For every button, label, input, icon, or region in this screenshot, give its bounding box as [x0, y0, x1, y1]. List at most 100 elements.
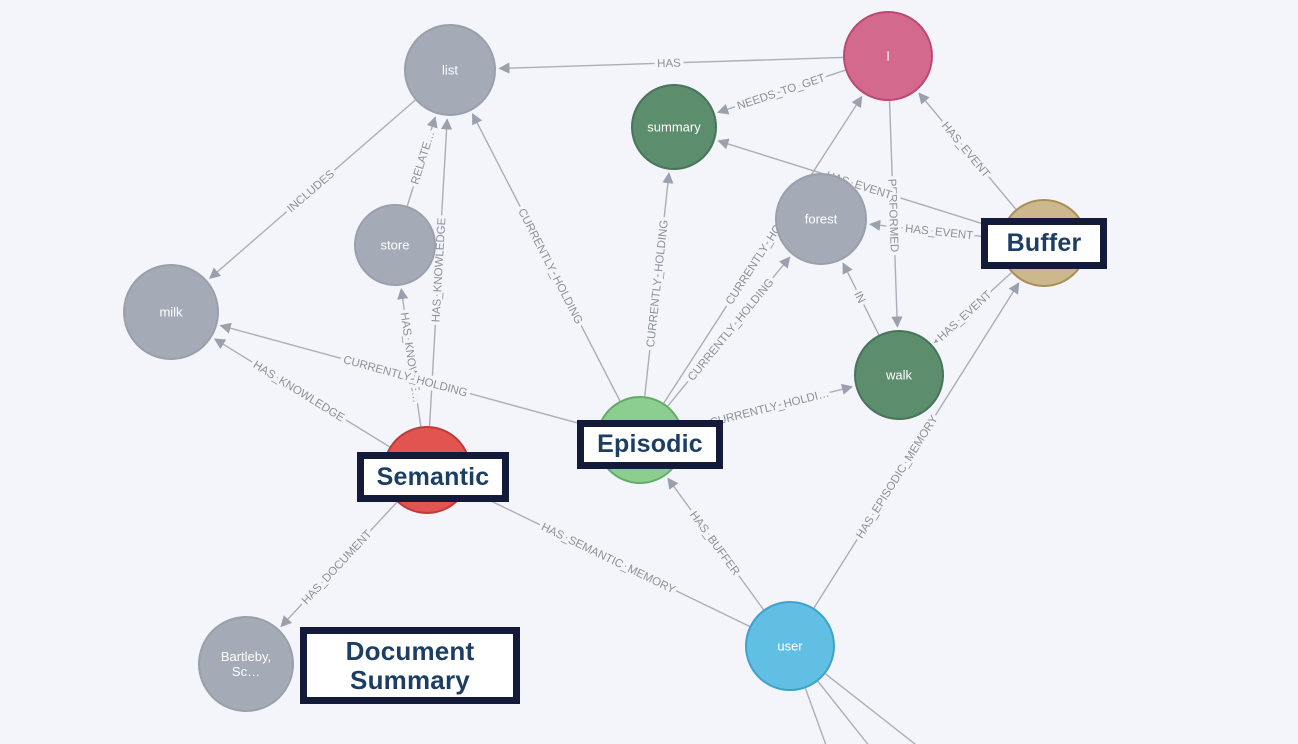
- node-i[interactable]: I: [843, 11, 933, 101]
- edge-label: NEEDS_TO_GET: [736, 72, 827, 112]
- edge-line[interactable]: [667, 477, 765, 611]
- node-circle-walk[interactable]: [854, 330, 944, 420]
- edge-line[interactable]: [842, 262, 880, 336]
- edge-label: HAS_EVENT: [904, 223, 973, 242]
- edge-line[interactable]: [667, 256, 791, 407]
- edge-label: HAS_EPISODIC_MEMORY: [854, 413, 940, 541]
- edge-line[interactable]: [472, 112, 621, 402]
- edge-label: HAS_BUFFER: [687, 509, 742, 578]
- edge-label: HAS: [657, 58, 681, 71]
- node-circle-forest[interactable]: [775, 173, 867, 265]
- node-circle-i[interactable]: [843, 11, 933, 101]
- edge-line[interactable]: [918, 92, 1017, 210]
- node-user[interactable]: user: [745, 601, 835, 691]
- edge-store-list[interactable]: [406, 116, 438, 207]
- edge-semantic-store[interactable]: [397, 287, 422, 427]
- edge-i-list[interactable]: [498, 56, 844, 74]
- edge-line[interactable]: [498, 56, 844, 74]
- node-walk[interactable]: walk: [854, 330, 944, 420]
- edge-buffer-walk[interactable]: [933, 272, 1012, 344]
- edge-line[interactable]: [644, 172, 674, 397]
- edge-episodic-list[interactable]: [472, 112, 621, 402]
- node-circle-episodic[interactable]: [596, 396, 684, 484]
- edge-i-walk[interactable]: [888, 100, 903, 328]
- edge-user-episodic[interactable]: [667, 477, 765, 611]
- node-forest[interactable]: forest: [775, 173, 867, 265]
- node-circle-list[interactable]: [404, 24, 496, 116]
- node-caption-milk: milk: [159, 305, 183, 320]
- node-summary[interactable]: summary: [631, 84, 717, 170]
- edge-episodic-summary[interactable]: [644, 172, 674, 397]
- node-circle-summary[interactable]: [631, 84, 717, 170]
- node-semantic[interactable]: [383, 426, 471, 514]
- edge-semantic-milk[interactable]: [213, 338, 390, 448]
- edge-label: IN: [851, 290, 867, 306]
- edge-line[interactable]: [869, 219, 1001, 239]
- edge-line-offscreen[interactable]: [824, 673, 980, 744]
- edge-label: INCLUDES: [285, 168, 337, 215]
- edge-label: HAS_SEMANTIC_MEMORY: [539, 521, 677, 596]
- edge-walk-forest[interactable]: [842, 262, 880, 336]
- edge-episodic-forest[interactable]: [667, 256, 791, 407]
- edge-line[interactable]: [209, 99, 416, 280]
- node-bartleby[interactable]: Bartleby,Sc…: [198, 616, 294, 712]
- edge-episodic-i[interactable]: [663, 95, 863, 404]
- edge-line[interactable]: [663, 95, 863, 404]
- node-circle-buffer[interactable]: [1000, 199, 1088, 287]
- edge-line-offscreen[interactable]: [804, 688, 846, 744]
- edge-line[interactable]: [813, 282, 1020, 609]
- node-circle-user[interactable]: [745, 601, 835, 691]
- edge-line[interactable]: [468, 490, 750, 627]
- edge-buffer-forest[interactable]: [869, 219, 1001, 239]
- node-circle-milk[interactable]: [123, 264, 219, 360]
- edge-user-buffer[interactable]: [813, 282, 1020, 609]
- node-caption-bartleby: Bartleby,Sc…: [221, 649, 271, 679]
- node-episodic[interactable]: [596, 396, 684, 484]
- edge-line[interactable]: [406, 116, 438, 207]
- edge-label: CURRENTLY_HOLDING: [515, 207, 584, 327]
- edge-line[interactable]: [280, 501, 398, 628]
- edge-semantic-bartleby[interactable]: [280, 501, 398, 628]
- edge-list-milk[interactable]: [209, 99, 416, 280]
- node-circle-store[interactable]: [354, 204, 436, 286]
- edge-i-summary[interactable]: [717, 69, 846, 115]
- node-caption-summary: summary: [647, 120, 701, 135]
- edge-line[interactable]: [428, 118, 453, 427]
- edge-line[interactable]: [933, 272, 1012, 344]
- edge-buffer-i[interactable]: [918, 92, 1017, 210]
- edge-label: HAS_KNOWLEDGE: [251, 359, 347, 424]
- edge-line[interactable]: [888, 100, 903, 328]
- edge-label-layer: HASNEEDS_TO_GETPERFORMEDINCLUDESRELATE…H…: [247, 54, 997, 610]
- node-caption-list: list: [442, 63, 458, 78]
- node-caption-i: I: [886, 49, 890, 64]
- edge-line[interactable]: [219, 322, 598, 430]
- edge-label: CURRENTLY_HOLDING: [645, 219, 671, 348]
- node-milk[interactable]: milk: [123, 264, 219, 360]
- edge-line-offscreen[interactable]: [817, 680, 912, 744]
- node-caption-store: store: [381, 238, 410, 253]
- node-caption-walk: walk: [885, 368, 913, 383]
- edge-label: HAS_EVENT: [939, 120, 992, 180]
- node-circle-bartleby[interactable]: [198, 616, 294, 712]
- edge-label: HAS_KNOWLE…: [398, 312, 423, 404]
- edge-episodic-milk[interactable]: [219, 322, 598, 430]
- edge-line[interactable]: [213, 338, 390, 448]
- node-caption-user: user: [777, 639, 803, 654]
- edge-label: HAS_DOCUMENT: [300, 528, 375, 607]
- node-list[interactable]: list: [404, 24, 496, 116]
- edge-layer: [209, 56, 1020, 744]
- edge-user-semantic[interactable]: [468, 490, 750, 627]
- edge-line[interactable]: [717, 69, 846, 115]
- node-caption-forest: forest: [805, 212, 838, 227]
- edge-label: CURRENTLY_HOLDI…: [709, 388, 831, 429]
- node-store[interactable]: store: [354, 204, 436, 286]
- edge-semantic-list[interactable]: [428, 118, 453, 427]
- edge-buffer-summary[interactable]: [717, 138, 1003, 231]
- edge-line[interactable]: [717, 138, 1003, 231]
- node-circle-semantic[interactable]: [383, 426, 471, 514]
- edge-line[interactable]: [397, 287, 422, 427]
- node-buffer[interactable]: [1000, 199, 1088, 287]
